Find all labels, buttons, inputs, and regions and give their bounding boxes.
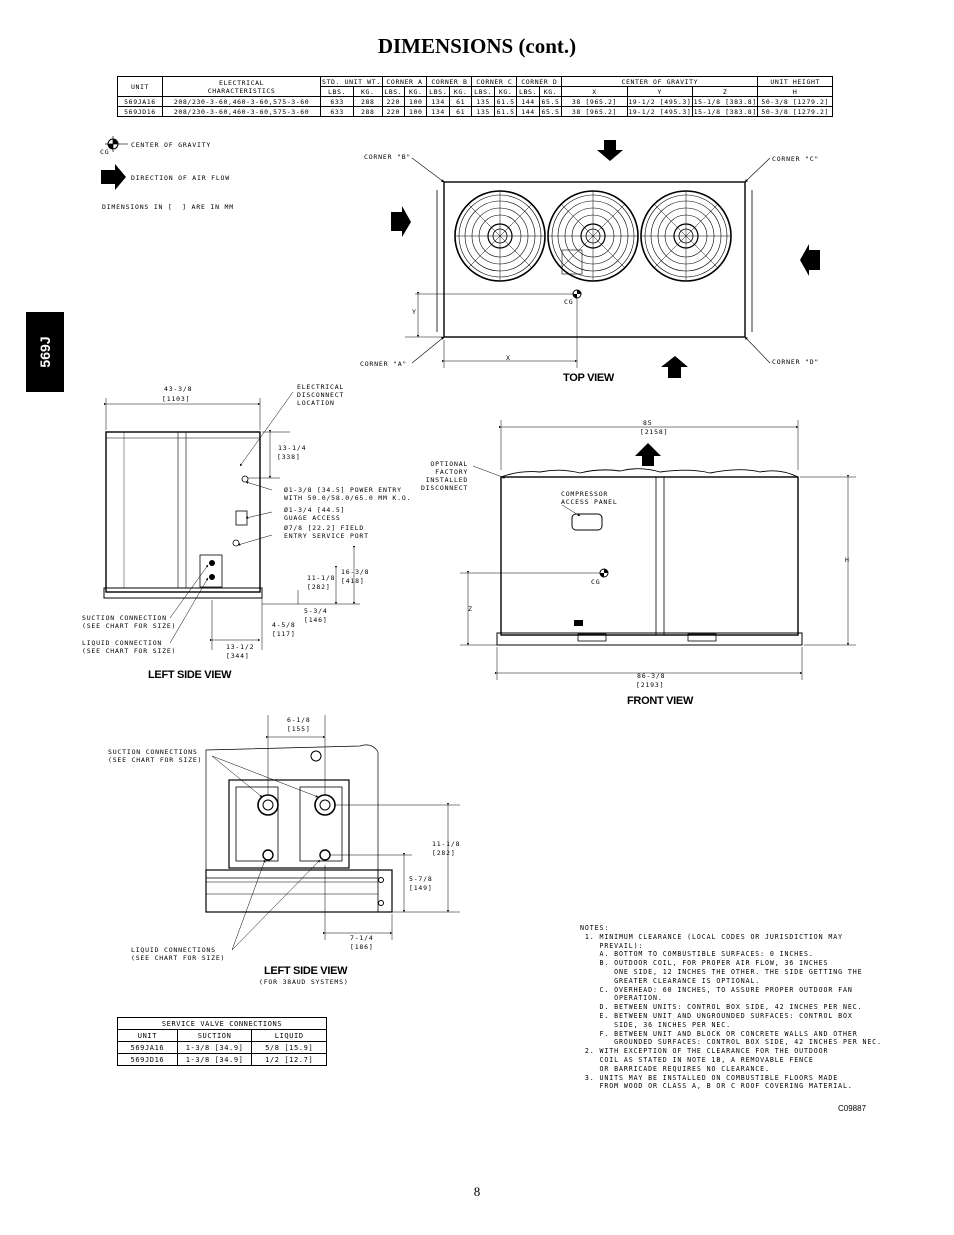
cell: 569JA16 [117,1041,178,1054]
dv-dim-5-mm: [149] [409,884,433,892]
fv-z-label: Z [468,605,473,613]
fv-width: 85 [643,419,653,427]
dimensions-table: UNIT ELECTRICAL CHARACTERISTICS STD. UNI… [117,76,833,117]
fv-width-mm: [2158] [640,428,669,436]
lsv-dim-13b-mm: [344] [226,652,250,660]
table-row: 569JD16 208/230-3-60,460-3-60,575-3-60 6… [117,106,833,117]
cell: 633 [320,106,354,117]
table-row: 569JD16 1-3/8 [34.9] 1/2 [12.7] [117,1053,327,1066]
dv-dim-11: 11-1/8 [432,840,461,848]
lsv-gauge-access: Ø1-3/4 [44.5] GUAGE ACCESS [284,506,346,522]
lsv-suction-label: SUCTION CONNECTION (SEE CHART FOR SIZE) [82,614,177,630]
dv-dim-7-mm: [186] [350,943,374,951]
airflow-legend-arrow [101,164,126,190]
top-view-drawing [391,140,820,378]
dims-note: DIMENSIONS IN [ ] ARE IN MM [102,203,234,211]
corner-b-label: CORNER "B" [364,153,412,161]
page-number: 8 [473,1184,481,1199]
lsv-dim-5-mm: [146] [304,616,328,624]
lsv-width-mm: [1103] [162,395,191,403]
cg-symbol [105,136,128,152]
service-valve-table: SERVICE VALVE CONNECTIONS UNIT SUCTION L… [117,1017,327,1066]
lsv-width: 43-3/8 [164,385,193,393]
figure-code: C09887 [838,1104,867,1113]
table-row: 569JA16 1-3/8 [34.9] 5/8 [15.9] [117,1041,327,1054]
cell: 1-3/8 [34.9] [176,1041,253,1054]
page-title: DIMENSIONS (cont.) [377,34,577,58]
corner-d-label: CORNER "D" [772,358,820,366]
notes-block: NOTES: 1. MINIMUM CLEARANCE (LOCAL CODES… [580,924,882,1091]
table-row: 569JA16 208/230-3-60,460-3-60,575-3-60 6… [117,96,833,107]
top-view-caption: TOP VIEW [563,372,614,384]
dv-dim-11-mm: [282] [432,849,456,857]
front-view-caption: FRONT VIEW [627,695,694,707]
fv-h-label: H [845,556,850,564]
side-tab: 569J [26,312,64,392]
lsv-dim-11-mm: [282] [307,583,331,591]
left-side-view-caption: LEFT SIDE VIEW [148,669,232,681]
corner-a-label: CORNER "A" [360,360,408,368]
corner-c-label: CORNER "C" [772,155,820,163]
airflow-legend-label: DIRECTION OF AIR FLOW [131,174,230,182]
cg-legend-label: CENTER OF GRAVITY [131,141,212,149]
lsv-electrical-label: ELECTRICAL DISCONNECT LOCATION [297,383,345,407]
cell: 61.5 [493,106,518,117]
lsv-dim-16-mm: [418] [341,577,365,585]
dv-liquid-label: LIQUID CONNECTIONS (SEE CHART FOR SIZE) [131,946,226,962]
fv-overall-width-mm: [2193] [636,681,665,689]
cell: 144 [516,106,540,117]
lsv-dim-13-mm: [338] [277,453,301,461]
cell: 15-1/8 [383.8] [691,106,759,117]
front-view-drawing [460,420,856,680]
fv-overall-width: 86-3/8 [637,672,666,680]
lsv-field-entry: Ø7/8 [22.2] FIELD ENTRY SERVICE PORT [284,524,369,540]
left-side-view-drawing [103,391,360,650]
lsv-dim-5: 5-3/4 [304,607,328,615]
svc-title: SERVICE VALVE CONNECTIONS [117,1017,327,1030]
lsv-dim-13: 13-1/4 [278,444,307,452]
col-liquid: LIQUID [251,1029,327,1042]
dv-suction-label: SUCTION CONNECTIONS (SEE CHART FOR SIZE) [108,748,203,764]
top-cg-label: CG [564,298,574,306]
cell: 65.5 [538,106,563,117]
top-y-label: Y [412,308,417,316]
lsv-dim-13b: 13-1/2 [226,643,255,651]
detail-view-subcaption: (FOR 38AUD SYSTEMS) [259,978,349,986]
lsv-dim-11: 11-1/8 [307,574,336,582]
table-title-row: SERVICE VALVE CONNECTIONS [117,1017,327,1030]
cell: 208/230-3-60,460-3-60,575-3-60 [161,106,322,117]
lsv-dim-16: 16-3/8 [341,568,370,576]
fv-compressor-panel: COMPRESSOR ACCESS PANEL [561,490,618,506]
col-unit: UNIT [117,1029,178,1042]
lsv-power-entry: Ø1-3/8 [34.5] POWER ENTRY WITH 50.0/58.0… [284,486,412,502]
cg-legend-symbol-label: CG [100,148,110,156]
detail-view-caption: LEFT SIDE VIEW [264,965,348,977]
lsv-liquid-label: LIQUID CONNECTION (SEE CHART FOR SIZE) [82,639,177,655]
dv-dim-7: 7-1/4 [350,934,374,942]
dv-dim-6-mm: [155] [287,725,311,733]
top-x-label: X [506,354,511,362]
fv-optional-disconnect: OPTIONAL FACTORY INSTALLED DISCONNECT [421,460,469,492]
table-header-row: UNIT SUCTION LIQUID [117,1029,327,1042]
fv-cg-label: CG [591,578,601,586]
detail-view-drawing [205,715,460,951]
cell: 50-3/8 [1279.2] [757,106,833,117]
cell: 5/8 [15.9] [251,1041,327,1054]
lsv-dim-4: 4-5/8 [272,621,296,629]
cell: 1/2 [12.7] [251,1053,327,1066]
dv-dim-6: 6-1/8 [287,716,311,724]
cell: 569JD16 [117,1053,178,1066]
col-suction: SUCTION [176,1029,253,1042]
cell: 1-3/8 [34.9] [176,1053,253,1066]
cell: 19-1/2 [495.3] [626,106,693,117]
cell: 38 [965.2] [561,106,628,117]
dv-dim-5: 5-7/8 [409,875,433,883]
lsv-dim-4-mm: [117] [272,630,296,638]
